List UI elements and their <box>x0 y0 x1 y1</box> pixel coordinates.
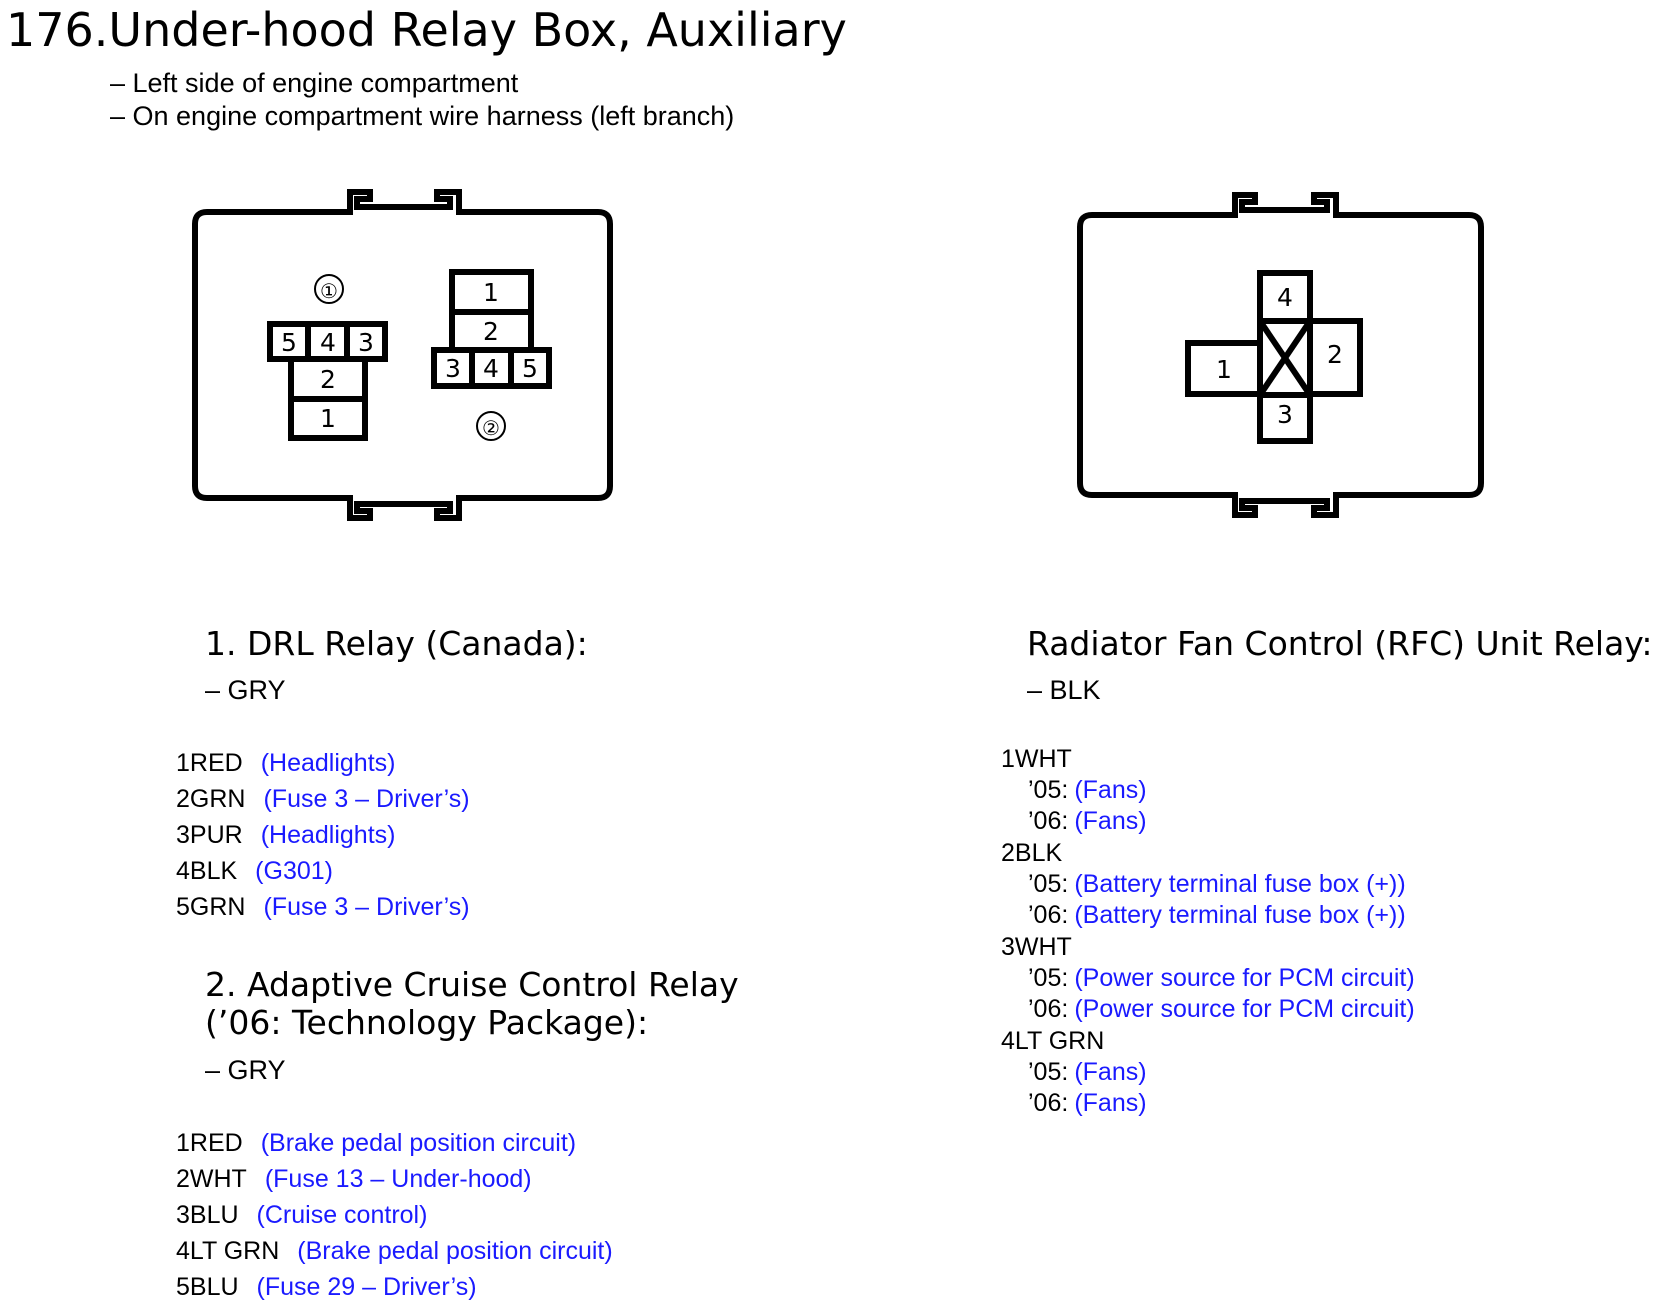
acc-relay-heading-line-2: (’06: Technology Package): <box>205 1003 649 1042</box>
year-label: ’06: <box>1028 1089 1069 1117</box>
year-row: ’05:(Fans) <box>1001 1057 1415 1088</box>
wire-code: 3PUR <box>176 821 243 849</box>
wire-code: 2GRN <box>176 785 246 813</box>
year-row: ’05:(Battery terminal fuse box (+)) <box>1001 869 1415 900</box>
wire-code: 1RED <box>176 749 243 777</box>
circuit-desc: (Headlights) <box>260 821 396 849</box>
rfc-pin-1: 1 <box>1216 355 1232 384</box>
circuit-desc: (Brake pedal position circuit) <box>297 1237 613 1265</box>
wire-code: 4LT GRN <box>176 1237 280 1265</box>
rfc-pin-3: 3 <box>1277 400 1293 429</box>
rfc-pin-4: 4 <box>1277 283 1293 312</box>
page-title: 176.Under-hood Relay Box, Auxiliary <box>6 3 847 57</box>
relay-2-marker: ② <box>482 416 500 440</box>
wire-code: 3BLU <box>176 1201 239 1229</box>
year-label: ’05: <box>1028 1058 1069 1086</box>
year-row: ’05:(Power source for PCM circuit) <box>1001 963 1415 994</box>
connector-diagrams: ① ② 5 4 3 2 1 1 2 3 4 5 4 1 2 3 <box>192 189 1484 521</box>
year-label: ’05: <box>1028 776 1069 804</box>
relay-2-pin-block <box>431 269 552 389</box>
year-label: ’06: <box>1028 995 1069 1023</box>
rfc-pin-list: 1WHT ’05:(Fans) ’06:(Fans) 2BLK ’05:(Bat… <box>1001 743 1415 1119</box>
circuit-desc: (Brake pedal position circuit) <box>260 1129 577 1157</box>
circuit-desc: (Power source for PCM circuit) <box>1074 995 1415 1023</box>
circuit-desc: (Battery terminal fuse box (+)) <box>1074 870 1406 898</box>
relay-1-marker: ① <box>320 279 338 303</box>
pin-row: 4LT GRN (Brake pedal position circuit) <box>176 1233 613 1269</box>
drl-pin-list: 1RED (Headlights) 2GRN (Fuse 3 – Driver’s)… <box>176 745 470 925</box>
acc-pin-list: 1RED (Brake pedal position circuit) 2WHT (… <box>176 1125 613 1305</box>
relay-2-pin-2: 2 <box>483 317 499 346</box>
drl-relay-color: – GRY <box>205 675 286 705</box>
pin-row: 2GRN (Fuse 3 – Driver’s) <box>176 781 470 817</box>
relay-2-pin-5: 5 <box>522 354 538 383</box>
rfc-relay-color: – BLK <box>1027 675 1101 705</box>
year-row: ’06:(Fans) <box>1001 1088 1415 1119</box>
wire-code: 1WHT <box>1001 745 1072 773</box>
year-row: ’06:(Fans) <box>1001 806 1415 837</box>
pin-row: 2WHT (Fuse 13 – Under-hood) <box>176 1161 613 1197</box>
circuit-desc: (Battery terminal fuse box (+)) <box>1074 901 1406 929</box>
year-row: ’06:(Power source for PCM circuit) <box>1001 994 1415 1025</box>
relay-1-pin-block <box>267 321 388 441</box>
year-label: ’06: <box>1028 807 1069 835</box>
relay-2-pin-1: 1 <box>483 278 499 307</box>
pin-row: 1RED (Headlights) <box>176 745 470 781</box>
relay-1-pin-2: 2 <box>320 365 336 394</box>
year-label: ’05: <box>1028 870 1069 898</box>
location-line-2: – On engine compartment wire harness (le… <box>110 101 735 131</box>
wire-code: 4BLK <box>176 857 238 885</box>
rfc-pin-2: 2 <box>1327 340 1343 369</box>
acc-relay-color: – GRY <box>205 1055 286 1085</box>
rfc-pin-block <box>1185 270 1363 444</box>
year-row: ’05:(Fans) <box>1001 775 1415 806</box>
wire-code: 5GRN <box>176 893 246 921</box>
right-connector-housing <box>1077 192 1484 518</box>
circuit-desc: (Fuse 3 – Driver’s) <box>263 893 470 921</box>
pin-row: 5GRN (Fuse 3 – Driver’s) <box>176 889 470 925</box>
drl-relay-heading: 1. DRL Relay (Canada): <box>205 624 588 663</box>
wire-code: 2WHT <box>176 1165 247 1193</box>
relay-1-pin-3: 3 <box>358 328 374 357</box>
relay-1-pin-5: 5 <box>281 328 297 357</box>
year-label: ’05: <box>1028 964 1069 992</box>
pin-row: 3PUR (Headlights) <box>176 817 470 853</box>
acc-relay-heading-line-1: 2. Adaptive Cruise Control Relay <box>205 965 739 1004</box>
circuit-desc: (G301) <box>255 857 333 885</box>
relay-1-pin-4: 4 <box>320 328 336 357</box>
left-connector-housing <box>192 189 613 521</box>
wire-code: 2BLK <box>1001 839 1063 867</box>
relay-2-pin-3: 3 <box>445 354 461 383</box>
pin-row: 3BLU (Cruise control) <box>176 1197 613 1233</box>
circuit-desc: (Fuse 13 – Under-hood) <box>264 1165 532 1193</box>
pin-row: 5BLU (Fuse 29 – Driver’s) <box>176 1269 613 1305</box>
rfc-relay-heading: Radiator Fan Control (RFC) Unit Relay: <box>1027 624 1653 663</box>
circuit-desc: (Fans) <box>1074 1058 1147 1086</box>
circuit-desc: (Fans) <box>1074 1089 1147 1117</box>
circuit-desc: (Power source for PCM circuit) <box>1074 964 1415 992</box>
circuit-desc: (Headlights) <box>260 749 396 777</box>
pin-row: 4BLK (G301) <box>176 853 470 889</box>
circuit-desc: (Cruise control) <box>256 1201 428 1229</box>
circuit-desc: (Fans) <box>1074 776 1147 804</box>
wire-code: 4LT GRN <box>1001 1027 1105 1055</box>
relay-2-pin-4: 4 <box>483 354 499 383</box>
relay-1-pin-1: 1 <box>320 404 336 433</box>
wire-code: 1RED <box>176 1129 243 1157</box>
circuit-desc: (Fuse 29 – Driver’s) <box>256 1273 477 1301</box>
year-row: ’06:(Battery terminal fuse box (+)) <box>1001 900 1415 931</box>
wire-code: 5BLU <box>176 1273 239 1301</box>
circuit-desc: (Fuse 3 – Driver’s) <box>263 785 470 813</box>
year-label: ’06: <box>1028 901 1069 929</box>
pin-row: 1RED (Brake pedal position circuit) <box>176 1125 613 1161</box>
wire-code: 3WHT <box>1001 933 1072 961</box>
location-line-1: – Left side of engine compartment <box>110 68 519 98</box>
circuit-desc: (Fans) <box>1074 807 1147 835</box>
